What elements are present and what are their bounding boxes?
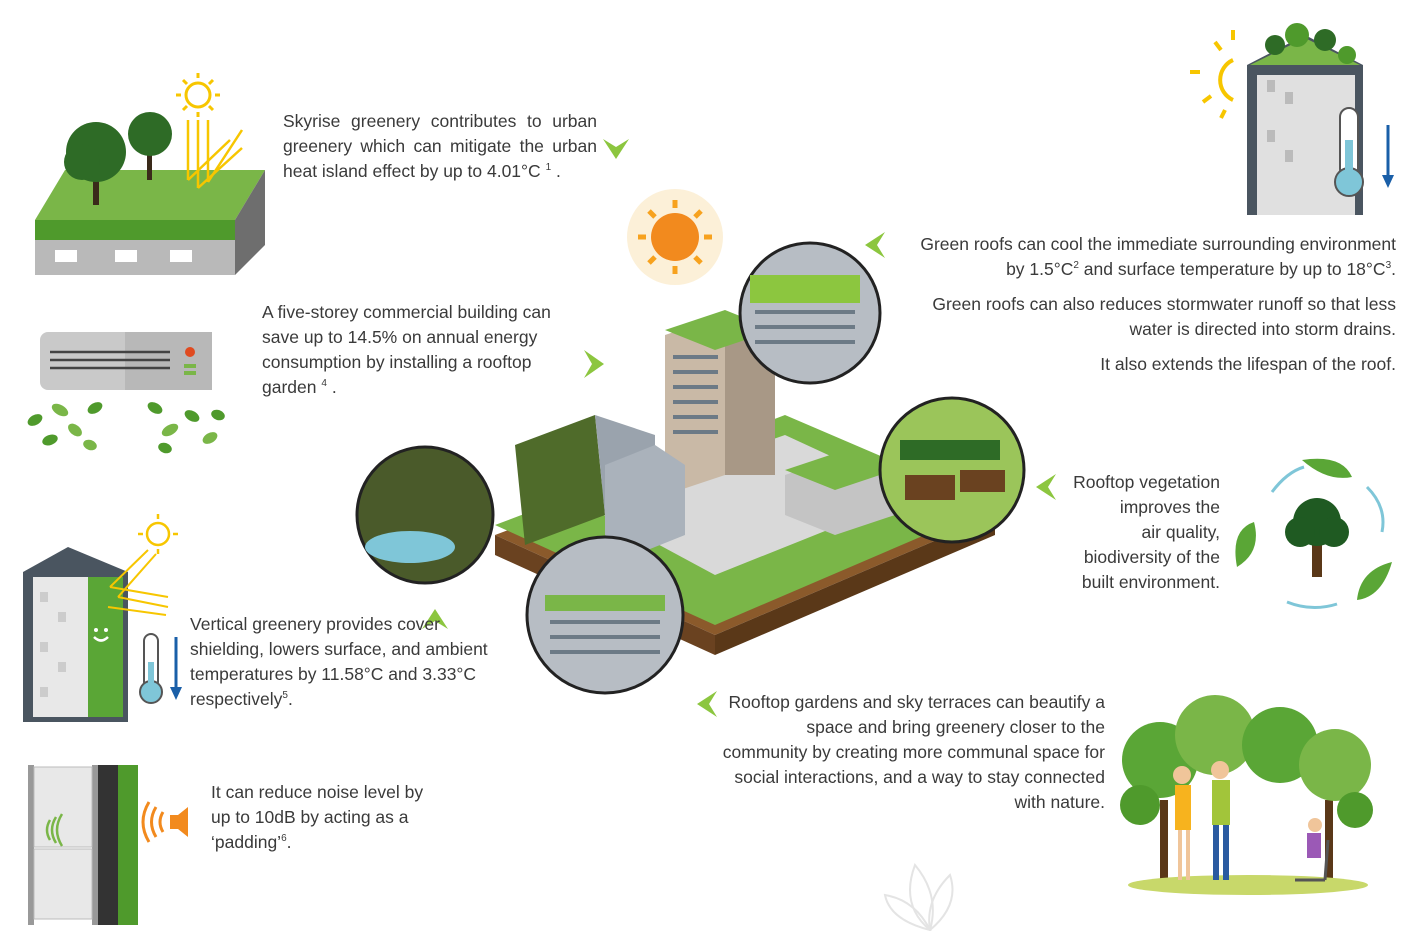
energy-text: A five-storey commercial building can sa… (262, 302, 551, 397)
air-conditioner-icon (27, 332, 225, 454)
green-roof-building-illustration (1190, 23, 1394, 215)
vertical-greenery-text: Vertical greenery provides cover shieldi… (190, 614, 488, 709)
zoom-circle-roof (738, 241, 882, 385)
arrow-left-icon (865, 232, 885, 258)
arrow-left-icon (697, 691, 717, 717)
people-in-park-icon (1120, 695, 1373, 895)
thermometer-icon (139, 633, 163, 704)
rooftop-trees-illustration (35, 73, 265, 275)
community-text: Rooftop gardens and sky terraces can bea… (722, 692, 1105, 812)
speaker-icon (141, 801, 188, 843)
zoom-circle-wall (355, 445, 495, 585)
arrow-down-icon (603, 139, 629, 159)
sun-icon (138, 514, 178, 554)
noise-text: It can reduce noise level by up to 10dB … (211, 782, 424, 852)
green-roofs-text: Green roofs can cool the immediate surro… (890, 232, 1396, 377)
vertical-greenery-building-illustration (23, 514, 182, 722)
sun-icon (627, 189, 723, 285)
noise-wall-illustration (28, 765, 188, 925)
arrow-up-icon (422, 609, 448, 629)
city-rooftop-greenery-illustration (355, 189, 1026, 695)
zoom-circle-planters (878, 396, 1026, 544)
green-roofs-line1: Green roofs can cool the immediate surro… (920, 234, 1396, 254)
green-roofs-stormwater: Green roofs can also reduces stormwater … (932, 294, 1396, 339)
sun-icon (1190, 30, 1235, 119)
arrow-left-icon (1036, 474, 1056, 500)
leaf-watermark-icon (883, 863, 954, 931)
zoom-circle-terrace (525, 535, 685, 695)
thermometer-icon (1334, 107, 1364, 197)
green-roofs-line2: by 1.5°C2 and surface temperature by up … (1006, 259, 1396, 279)
green-roofs-lifespan: It also extends the lifespan of the roof… (1100, 354, 1396, 374)
arrow-right-icon (584, 350, 604, 378)
recycle-tree-icon (1235, 458, 1392, 609)
heat-island-text: Skyrise greenery contributes to urban gr… (283, 111, 597, 181)
sun-icon (176, 73, 220, 117)
